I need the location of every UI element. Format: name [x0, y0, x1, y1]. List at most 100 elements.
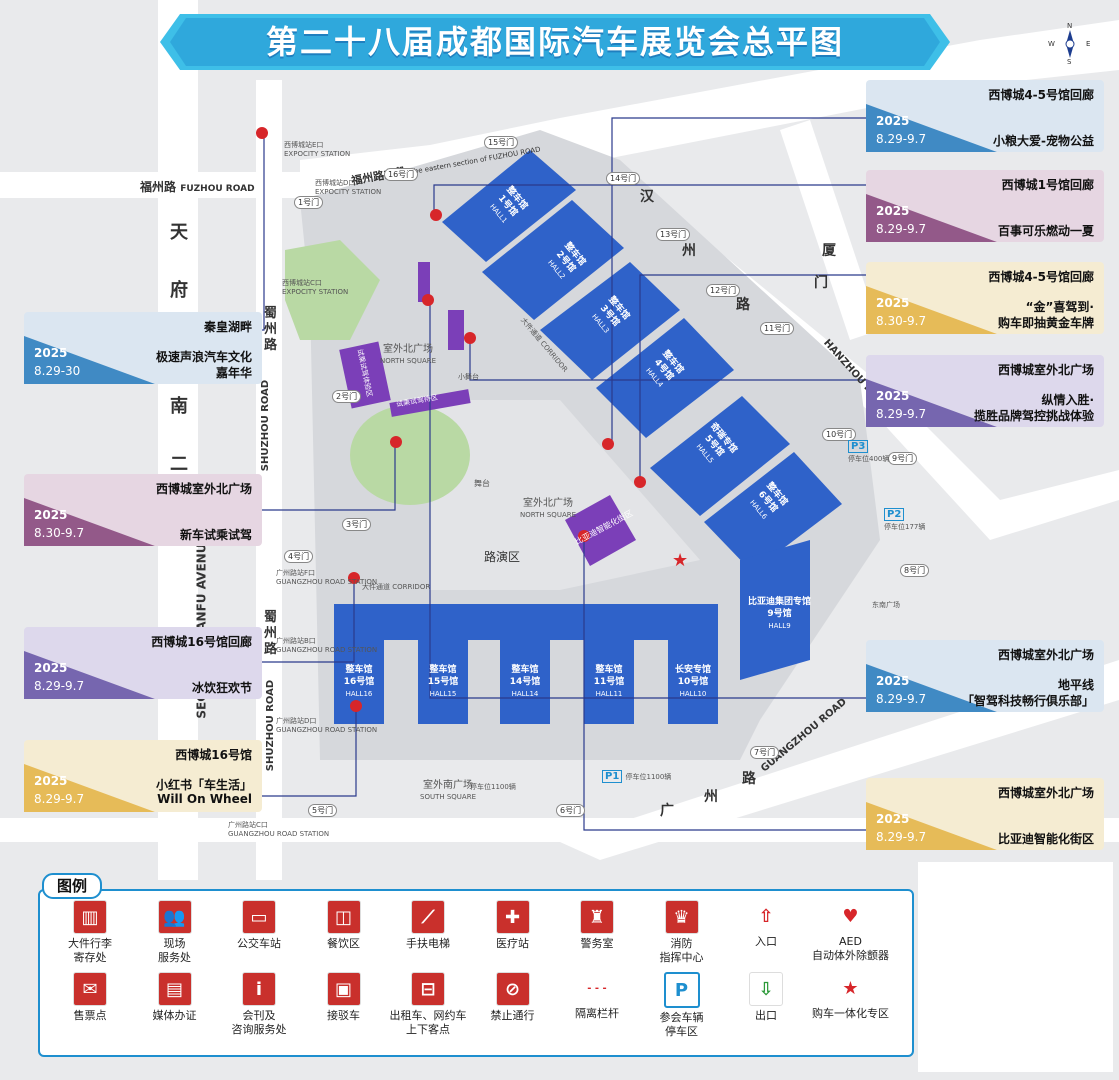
- card-background: [24, 312, 262, 384]
- card-event-2: 「智驾科技畅行俱乐部」: [961, 694, 1094, 708]
- service-icon: 👥: [157, 900, 192, 934]
- legend-item-label: 禁止通行: [490, 1009, 535, 1022]
- card-date: 8.29-9.7: [34, 792, 85, 806]
- parking-p1: P1 停车位1100辆: [602, 770, 671, 783]
- legend-item: ⇩出口: [718, 972, 814, 1023]
- card-background: [866, 170, 1104, 242]
- card-background: [24, 627, 262, 699]
- card-event: 地平线: [1057, 678, 1094, 692]
- card-accent-2: [866, 194, 997, 242]
- legend-item: 👥 现场 服务处: [127, 900, 223, 965]
- card-event: 小粮大爱-宠物公益: [993, 134, 1094, 148]
- card-location: 西博城室外北广场: [997, 786, 1094, 800]
- legend-item: - - -隔离栏杆: [549, 972, 645, 1021]
- parking-icon: P: [663, 972, 700, 1008]
- hall-9: [740, 540, 810, 680]
- gate-11: 11号门: [760, 322, 795, 335]
- aed-icon: ♥: [842, 905, 859, 927]
- barrier-icon: - - -: [587, 982, 607, 994]
- gate-4: 4号门: [284, 550, 314, 563]
- legend-item: ♜警务室: [549, 900, 645, 951]
- legend-item-label: 接驳车: [327, 1009, 360, 1022]
- card-date: 8.29-9.7: [876, 830, 927, 844]
- card-accent-2: [24, 651, 155, 699]
- parking-east-label: 东南广场: [872, 601, 900, 609]
- gate-8: 8号门: [900, 564, 930, 577]
- card-location: 西博城4-5号馆回廊: [988, 88, 1094, 102]
- card-location: 西博城1号馆回廊: [1001, 178, 1094, 192]
- road-show-label: 路演区: [484, 550, 521, 564]
- card-date: 8.29-9.7: [34, 679, 85, 693]
- legend-item: ◫ 餐饮区: [296, 900, 392, 951]
- card-date: 8.29-9.7: [876, 692, 927, 706]
- hall-3: [540, 262, 680, 380]
- legend-item-label: AED 自动体外除颤器: [812, 935, 889, 962]
- purple-strip-1: [418, 262, 430, 302]
- north-square-ground: [430, 400, 700, 590]
- legend-item-label: 医疗站: [496, 937, 529, 950]
- luggage-icon: ▥: [73, 900, 107, 934]
- card-accent-2: [866, 664, 997, 712]
- dining-icon: ◫: [326, 900, 361, 934]
- legend-item-label: 大件行李 寄存处: [68, 937, 112, 964]
- card-event: 比亚迪智能化街区: [997, 832, 1094, 846]
- corridor-label: 大件通道 CORRIDOR: [362, 583, 431, 591]
- legend-item: ✉售票点: [42, 972, 138, 1023]
- legend-item: ▤媒体办证: [127, 972, 223, 1023]
- gate-1: 1号门: [294, 196, 324, 209]
- legend-item-label: 会刊及 咨询服务处: [231, 1009, 287, 1036]
- card-year: 2025: [876, 674, 910, 688]
- star-icon: ★: [842, 977, 859, 999]
- card-date: 8.29-9.7: [876, 222, 927, 236]
- card-accent-2: [24, 336, 155, 384]
- card-event: “金”喜驾到·: [1025, 300, 1094, 314]
- gate-15: 15号门: [484, 136, 519, 149]
- legend-item-label: 参会车辆 停车区: [659, 1011, 704, 1038]
- gate-3: 3号门: [342, 518, 372, 531]
- card-background: [866, 778, 1104, 850]
- gate-13: 13号门: [656, 228, 691, 241]
- road-shuzhou-en-label-2: SHUZHOU ROAD: [265, 679, 277, 772]
- card-accent-2: [866, 379, 997, 427]
- card-date: 8.29-9.7: [876, 132, 927, 146]
- police-icon: ♜: [580, 900, 614, 934]
- bus-stop-icon: ▭: [242, 900, 276, 934]
- road-fuzhou-label: 福州路 FUZHOU ROAD: [140, 180, 255, 194]
- card-event: 冰饮狂欢节: [191, 681, 252, 695]
- no-entry-icon: ⊘: [495, 972, 530, 1006]
- gate-6: 6号门: [556, 804, 586, 817]
- card-accent-2: [866, 286, 997, 334]
- card-event-2: 揽胜品牌驾控挑战体验: [973, 409, 1094, 423]
- card-location: 秦皇湖畔: [203, 320, 252, 334]
- card-background: [24, 474, 262, 546]
- compass-s: S: [1067, 58, 1072, 66]
- legend-item: ♥ AED 自动体外除颤器: [803, 900, 899, 963]
- taxi-icon: ⊟: [411, 972, 445, 1006]
- card-year: 2025: [876, 296, 910, 310]
- road-shuzhou-label-2: 蜀州路: [264, 610, 278, 657]
- green-area-2: [350, 405, 470, 505]
- stage-label: 舞台: [474, 479, 490, 488]
- legend-item: ⊘ 禁止通行: [465, 972, 561, 1023]
- legend-item: ♛消防 指挥中心: [634, 900, 730, 965]
- fire-command-icon: ♛: [664, 900, 699, 934]
- legend-item-label: 现场 服务处: [158, 937, 191, 964]
- card-year: 2025: [34, 508, 68, 522]
- card-location: 西博城室外北广场: [155, 482, 252, 496]
- legend-item-label: 餐饮区: [327, 937, 360, 950]
- card-year: 2025: [34, 346, 68, 360]
